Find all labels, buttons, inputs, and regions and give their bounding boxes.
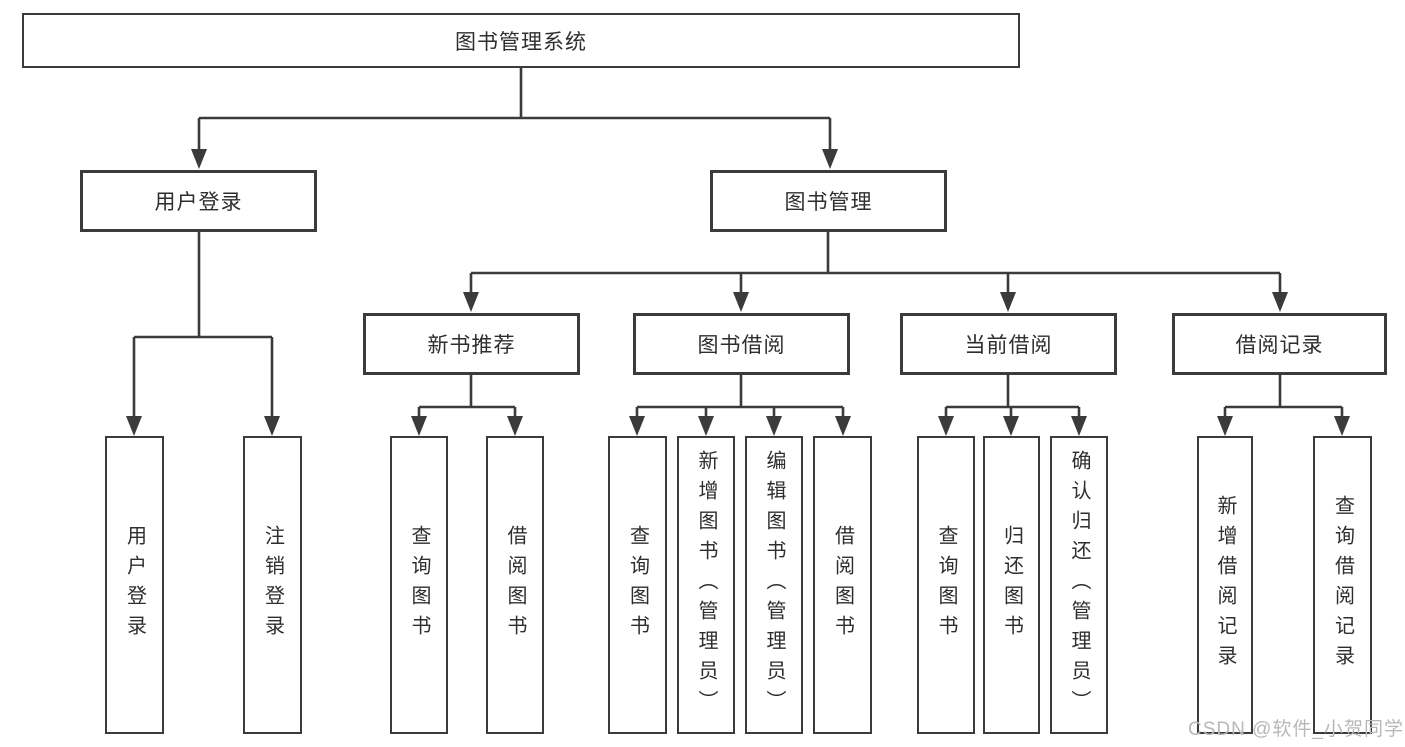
leaf-bb-edit-books-admin-label: 编辑图书（管理员） <box>763 450 785 720</box>
node-book-borrow-label: 图书借阅 <box>697 334 786 357</box>
leaf-bb-add-books-admin-label: 新增图书（管理员） <box>695 450 717 720</box>
leaf-nbr-borrow-books-label: 借阅图书 <box>504 525 526 645</box>
leaf-br-query-record-label: 查询借阅记录 <box>1331 495 1354 675</box>
leaf-cb-return-books: 归还图书 <box>983 436 1040 734</box>
node-book-management: 图书管理 <box>710 170 947 232</box>
leaf-cb-confirm-return-admin-label: 确认归还（管理员） <box>1068 450 1090 720</box>
leaf-br-add-record-label: 新增借阅记录 <box>1214 495 1236 675</box>
node-user-login-label: 用户登录 <box>154 191 243 214</box>
leaf-br-add-record: 新增借阅记录 <box>1197 436 1253 734</box>
node-borrow-record-label: 借阅记录 <box>1235 334 1324 357</box>
csdn-watermark: CSDN @软件_小贺同学 <box>1188 719 1404 740</box>
leaf-bb-query-books: 查询图书 <box>608 436 667 734</box>
leaf-logout-label: 注销登录 <box>261 525 284 645</box>
leaf-user-login: 用户登录 <box>105 436 164 734</box>
node-book-borrow: 图书借阅 <box>633 313 850 375</box>
node-current-borrow: 当前借阅 <box>900 313 1117 375</box>
leaf-br-query-record: 查询借阅记录 <box>1313 436 1372 734</box>
node-book-management-label: 图书管理 <box>784 191 873 214</box>
leaf-user-login-label: 用户登录 <box>123 525 146 645</box>
node-root: 图书管理系统 <box>22 13 1020 68</box>
leaf-bb-query-books-label: 查询图书 <box>626 525 649 645</box>
node-current-borrow-label: 当前借阅 <box>964 334 1053 357</box>
leaf-nbr-borrow-books: 借阅图书 <box>486 436 544 734</box>
leaf-cb-return-books-label: 归还图书 <box>1000 525 1023 645</box>
leaf-cb-query-books-label: 查询图书 <box>935 525 957 645</box>
leaf-nbr-query-books-label: 查询图书 <box>408 525 430 645</box>
leaf-cb-confirm-return-admin: 确认归还（管理员） <box>1050 436 1108 734</box>
node-new-book-recommend-label: 新书推荐 <box>427 334 516 357</box>
node-root-label: 图书管理系统 <box>455 30 587 54</box>
leaf-nbr-query-books: 查询图书 <box>390 436 448 734</box>
node-user-login: 用户登录 <box>80 170 317 232</box>
node-borrow-record: 借阅记录 <box>1172 313 1387 375</box>
leaf-bb-add-books-admin: 新增图书（管理员） <box>677 436 735 734</box>
leaf-bb-borrow-books-label: 借阅图书 <box>831 525 854 645</box>
leaf-bb-borrow-books: 借阅图书 <box>813 436 872 734</box>
leaf-cb-query-books: 查询图书 <box>917 436 975 734</box>
leaf-logout: 注销登录 <box>243 436 302 734</box>
leaf-bb-edit-books-admin: 编辑图书（管理员） <box>745 436 803 734</box>
node-new-book-recommend: 新书推荐 <box>363 313 580 375</box>
